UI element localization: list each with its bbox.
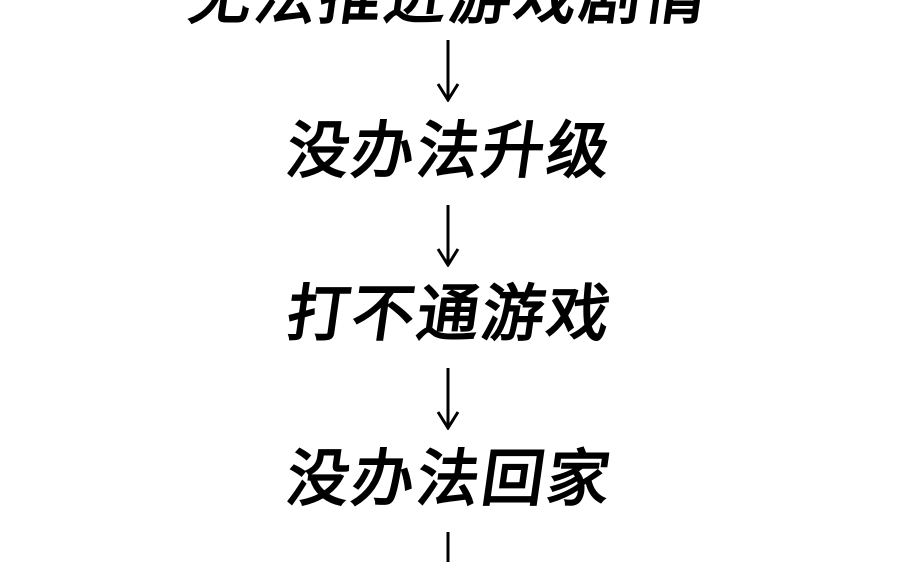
- flow-step-go-home: 没办法回家: [282, 442, 618, 515]
- flow-step-level-up: 没办法升级: [282, 114, 618, 187]
- down-arrow-icon: [436, 368, 460, 430]
- flow-step-advance-story: 无法推进游戏剧情: [0, 0, 900, 33]
- down-arrow-icon: [436, 205, 460, 267]
- flow-step-beat-game: 打不通游戏: [282, 277, 618, 350]
- down-arrow-icon: [436, 532, 460, 562]
- down-arrow-icon: [436, 40, 460, 102]
